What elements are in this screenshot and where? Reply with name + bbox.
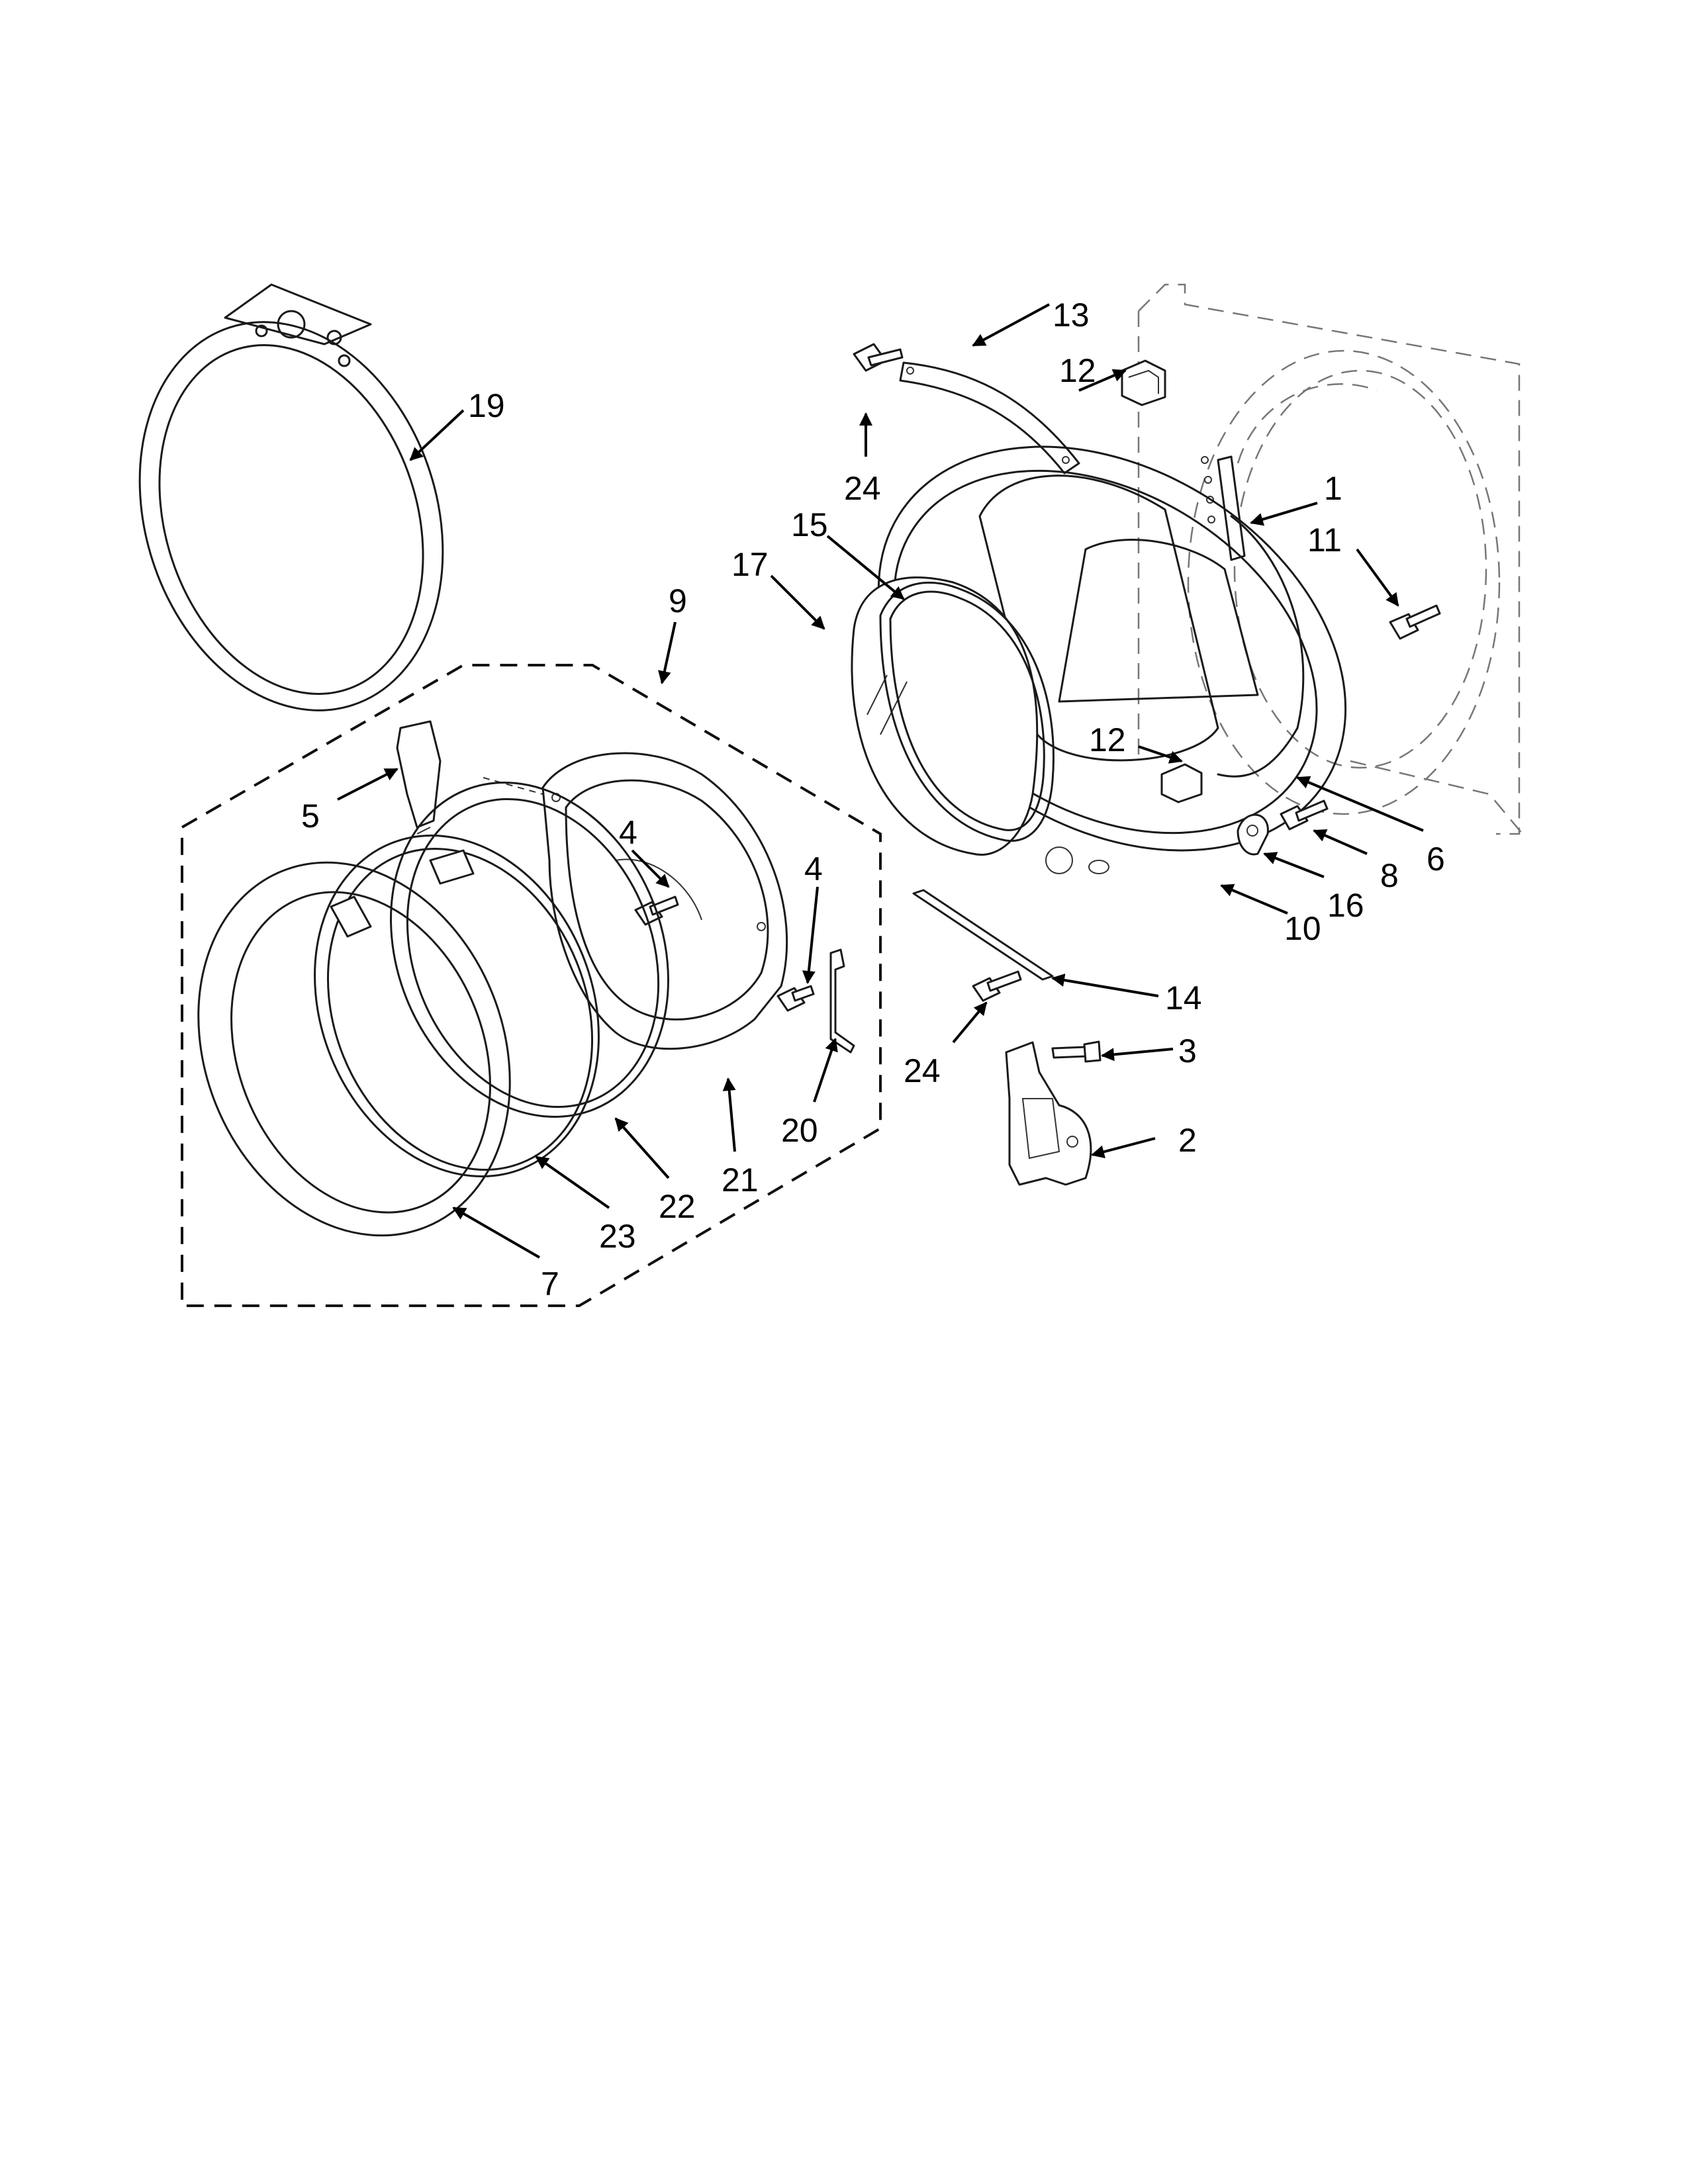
- callout-12-upper: 12: [1059, 352, 1096, 389]
- callout-4-right: 4: [804, 850, 823, 887]
- part-22-inner-ring: [390, 782, 669, 1118]
- part-12-clip-lower: [1160, 763, 1203, 803]
- callout-4-left: 4: [619, 814, 637, 851]
- part-23-door-ring: [314, 835, 600, 1177]
- part-19-rear-ring: [138, 283, 444, 711]
- callout-20: 20: [781, 1112, 818, 1149]
- part-17-door-glass: [851, 576, 1039, 856]
- callout-24-lower: 24: [904, 1052, 941, 1089]
- callout-8: 8: [1380, 857, 1399, 894]
- part-16-hinge-plate: [1237, 813, 1269, 856]
- part-12-clip-upper: [1121, 359, 1166, 406]
- callout-1: 1: [1324, 470, 1342, 507]
- part-8-screw: [1280, 799, 1329, 831]
- callout-12-lower: 12: [1089, 721, 1126, 758]
- callout-2: 2: [1178, 1122, 1197, 1159]
- part-1-hinge-bracket: [1201, 455, 1246, 561]
- callout-11: 11: [1307, 522, 1342, 559]
- callout-19: 19: [468, 387, 505, 424]
- callout-14: 14: [1165, 979, 1202, 1017]
- callout-21: 21: [722, 1161, 759, 1199]
- callout-9: 9: [669, 582, 687, 619]
- part-2-handle: [1005, 1041, 1092, 1186]
- callout-labels: 13 12 24 1 11 19 15 17 9 12 5 4 4 6 8 16…: [301, 296, 1445, 1302]
- callout-17: 17: [731, 546, 769, 583]
- part-21-door-frame: [541, 752, 788, 1050]
- part-15-glass-gasket: [879, 581, 1055, 842]
- part-24-screw-lower: [972, 970, 1022, 1002]
- leader-lines: [337, 303, 1424, 1259]
- callout-24-upper: 24: [844, 470, 881, 507]
- callout-16: 16: [1327, 887, 1364, 924]
- cabinet-outline: [1137, 283, 1523, 835]
- part-5-bracket: [396, 720, 543, 835]
- callout-15: 15: [791, 506, 828, 543]
- part-7-outer-door: [197, 861, 511, 1237]
- part-24-screw-top: [853, 343, 904, 372]
- callout-6: 6: [1427, 841, 1445, 878]
- callout-3: 3: [1178, 1032, 1197, 1069]
- callout-7: 7: [541, 1265, 559, 1302]
- callout-23: 23: [599, 1218, 636, 1255]
- part-20-latch-bracket: [829, 948, 855, 1054]
- part-6-door-seal: [1217, 515, 1305, 778]
- callout-13: 13: [1053, 296, 1090, 334]
- part-3-screw: [1051, 1040, 1102, 1063]
- part-11-screw: [1389, 604, 1441, 640]
- part-4-screw-b: [776, 985, 815, 1012]
- callout-5: 5: [301, 797, 320, 835]
- part-13-strap: [899, 361, 1080, 475]
- callout-22: 22: [659, 1188, 696, 1225]
- callout-10: 10: [1284, 910, 1321, 947]
- part-14-trim-strip: [912, 889, 1054, 981]
- assembly-boundary-9: [181, 664, 882, 1307]
